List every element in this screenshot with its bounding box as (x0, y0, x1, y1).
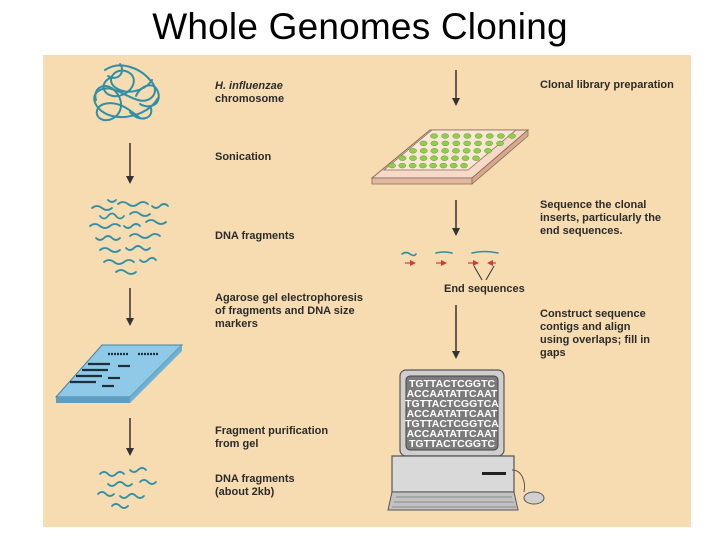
plate-well (419, 148, 428, 154)
plate-well (441, 140, 450, 147)
screen-sequence-line: TGTTACTCGGTC (409, 378, 496, 390)
label-end-sequences: End sequences (444, 283, 525, 295)
diagram-panel (43, 55, 691, 527)
dna-fragments-icon (89, 199, 169, 275)
plate-well (430, 140, 439, 147)
plate-well (451, 155, 459, 161)
plate-well (419, 140, 428, 147)
screen-sequence-line: TGTTACTCGGTCA (405, 418, 499, 430)
plate-well (452, 148, 460, 154)
label-dna-fragments: DNA fragments (215, 230, 295, 242)
plate-well (463, 133, 472, 139)
computer-icon: TGTTACTCGGTCACCAATATTCAATTGTTACTCGGTCAAC… (387, 369, 545, 511)
plate-well (472, 155, 480, 161)
chromosome-icon (93, 63, 160, 122)
plate-well (441, 133, 449, 139)
plate-well (398, 162, 407, 169)
plate-well (473, 148, 482, 154)
plate-well (460, 162, 468, 169)
plate-well (449, 162, 458, 169)
plate-well (474, 140, 482, 147)
label-clonal-library: Clonal library preparation (540, 79, 674, 91)
label-agarose: Agarose gel electrophoresis of fragments… (215, 292, 363, 330)
plate-well (463, 140, 472, 147)
label-dna-fragments-2kb: DNA fragments (about 2kb) (215, 473, 295, 498)
plate-well (430, 148, 439, 154)
clonal-plate-icon (370, 129, 530, 185)
dna-fragments-2kb-icon (97, 467, 157, 509)
label-chromosome-rest: chromosome (215, 93, 285, 105)
plate-well (441, 148, 449, 154)
plate-well (474, 133, 483, 139)
label-chromosome-italic: H. influenzae (215, 80, 283, 92)
plate-well (398, 155, 407, 161)
plate-well (440, 155, 449, 161)
plate-well (462, 148, 471, 154)
label-construct-contigs: Construct sequence contigs and align usi… (540, 308, 651, 359)
plate-well (484, 148, 492, 154)
plate-well (452, 133, 461, 139)
screen-sequence-line: ACCAATATTCAAT (407, 388, 498, 400)
label-chromosome: H. influenzae chromosome (215, 80, 365, 106)
screen-sequence-line: TGTTACTCGGTC (409, 438, 496, 450)
plate-well (419, 155, 428, 161)
plate-well (430, 133, 438, 139)
plate-well (497, 133, 505, 139)
plate-well (452, 140, 461, 147)
screen-sequence-line: ACCAATATTCAAT (407, 408, 498, 420)
plate-well (408, 162, 417, 169)
plate-well (429, 162, 437, 169)
plate-well (430, 155, 438, 161)
plate-well (409, 155, 417, 161)
gel-icon (54, 344, 184, 403)
page-title: Whole Genomes Cloning (152, 6, 568, 47)
label-sonication: Sonication (215, 151, 272, 163)
label-purification: Fragment purification from gel (215, 425, 329, 450)
plate-well (409, 148, 417, 154)
plate-well (439, 162, 448, 169)
plate-well (508, 133, 516, 139)
end-sequences-icon (401, 250, 499, 281)
plate-well (485, 140, 493, 147)
plate-well (461, 155, 470, 161)
plate-well (388, 162, 396, 169)
screen-sequence-line: ACCAATATTCAAT (407, 428, 498, 440)
plate-well (419, 162, 427, 169)
plate-well (485, 133, 494, 139)
screen-sequence-line: TGTTACTCGGTCA (405, 398, 499, 410)
plate-well (496, 140, 504, 147)
label-sequence-inserts: Sequence the clonal inserts, particularl… (540, 199, 662, 237)
